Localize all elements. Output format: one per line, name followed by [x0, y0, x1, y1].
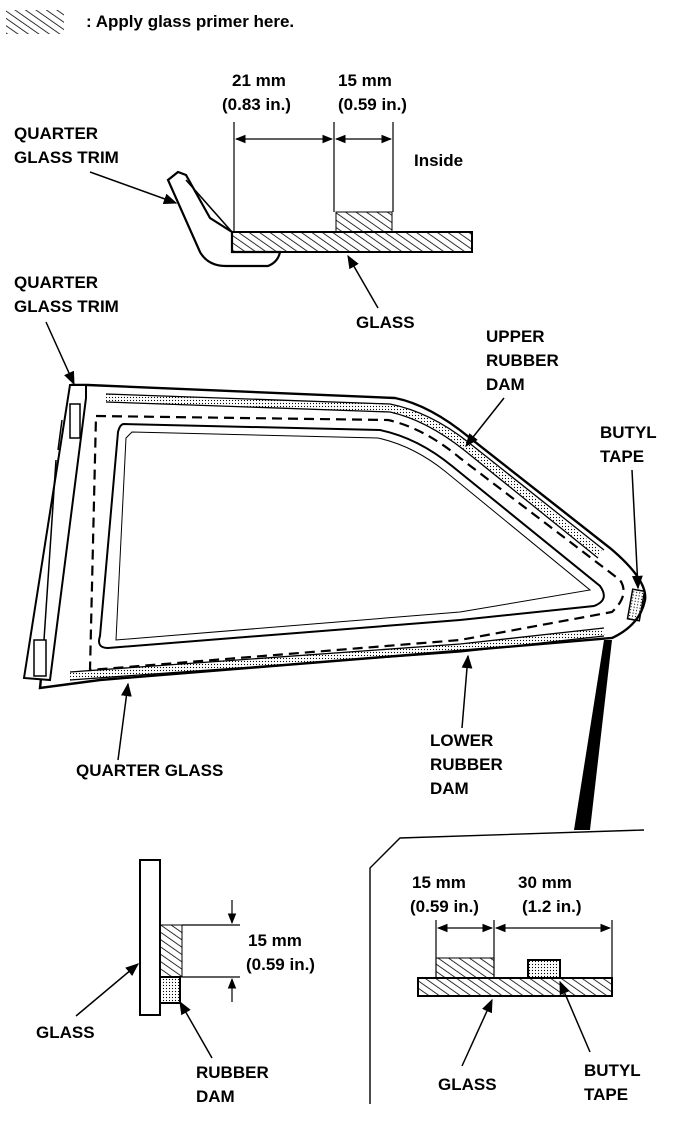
top-trim-label-1: QUARTER [14, 124, 98, 143]
top-glass-bar [231, 231, 473, 253]
bl-primer [159, 924, 183, 978]
br-dim2-value: 30 mm [518, 873, 572, 892]
top-primer-area [335, 211, 393, 233]
detail-callout-wedge [574, 640, 612, 830]
lower-rubber-dam [69, 628, 605, 680]
quarter-glass-label: QUARTER GLASS [76, 761, 223, 780]
upper-rubber-dam [105, 394, 603, 557]
main-butyl-label-1: BUTYL [600, 423, 657, 442]
bottom-left-detail: 15 mm (0.59 in.) GLASS RUBBER DAM [36, 859, 315, 1106]
top-dim2-imperial: (0.59 in.) [338, 95, 407, 114]
lower-dam-label-1: LOWER [430, 731, 493, 750]
br-detail-frame [369, 829, 645, 1104]
quarter-glass-inner [98, 422, 605, 650]
br-butyl-label-1: BUTYL [584, 1061, 641, 1080]
upper-dam-label-1: UPPER [486, 327, 545, 346]
br-dim2-imperial: (1.2 in.) [522, 897, 582, 916]
upper-dam-label-3: DAM [486, 375, 525, 394]
main-butyl-label-2: TAPE [600, 447, 644, 466]
legend-text: : Apply glass primer here. [86, 12, 294, 31]
bl-dim-imperial: (0.59 in.) [246, 955, 315, 974]
br-glass-label: GLASS [438, 1075, 497, 1094]
quarter-glass-trim [22, 384, 87, 682]
br-butyl-label-2: TAPE [584, 1085, 628, 1104]
bl-rubber-dam [159, 976, 181, 1004]
lower-dam-label-3: DAM [430, 779, 469, 798]
br-dim1-imperial: (0.59 in.) [410, 897, 479, 916]
primer-dashed-line [88, 414, 625, 672]
bl-glass [139, 859, 161, 1016]
top-glass-label: GLASS [356, 313, 415, 332]
br-primer-area [435, 957, 495, 979]
top-dim2-value: 15 mm [338, 71, 392, 90]
butyl-tape [626, 588, 646, 622]
main-trim-label-1: QUARTER [14, 273, 98, 292]
br-butyl-tape [527, 959, 561, 979]
br-dim1-value: 15 mm [412, 873, 466, 892]
main-view: QUARTER GLASS TRIM UPPER RUBBER DAM BUTY… [14, 273, 657, 830]
bl-dam-label-2: DAM [196, 1087, 235, 1106]
top-dim1-imperial: (0.83 in.) [222, 95, 291, 114]
inside-label: Inside [414, 151, 463, 170]
top-trim-label-2: GLASS TRIM [14, 148, 119, 167]
bl-dim-value: 15 mm [248, 931, 302, 950]
top-trim [166, 170, 282, 268]
primer-swatch [6, 10, 64, 34]
legend: : Apply glass primer here. [6, 10, 294, 34]
bottom-right-detail: 15 mm (0.59 in.) 30 mm (1.2 in.) GLASS B… [369, 829, 645, 1104]
top-dim1-value: 21 mm [232, 71, 286, 90]
main-trim-label-2: GLASS TRIM [14, 297, 119, 316]
br-glass-bar [417, 977, 613, 997]
lower-dam-label-2: RUBBER [430, 755, 503, 774]
upper-dam-label-2: RUBBER [486, 351, 559, 370]
bl-glass-label: GLASS [36, 1023, 95, 1042]
bl-dam-label-1: RUBBER [196, 1063, 269, 1082]
top-cross-section: 21 mm (0.83 in.) 15 mm (0.59 in.) Inside… [14, 71, 473, 332]
